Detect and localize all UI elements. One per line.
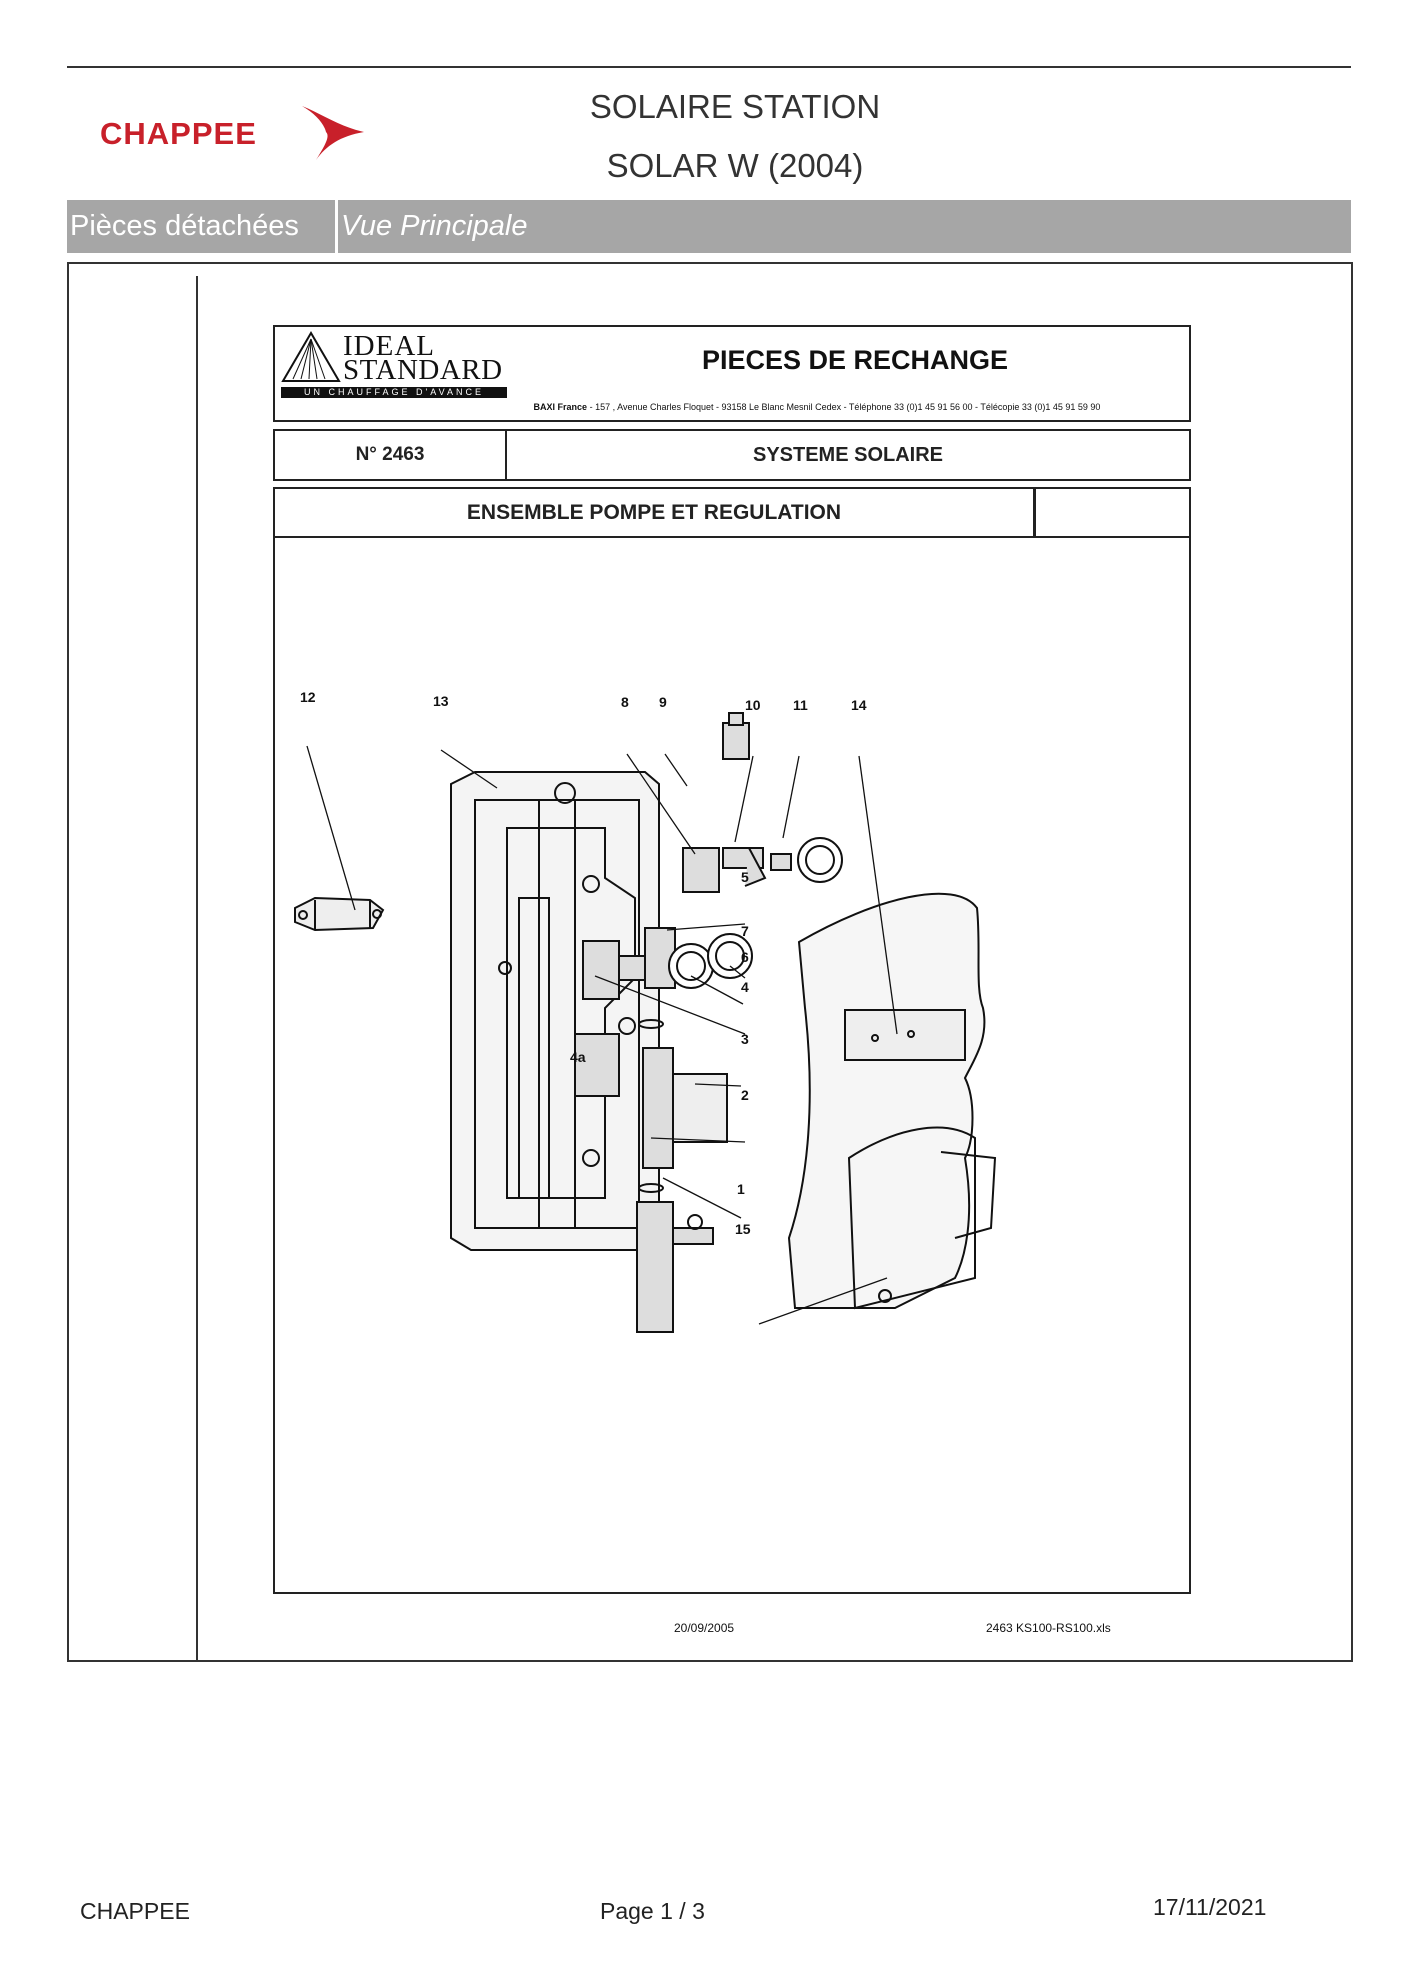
chevron-logo-icon [302,106,364,160]
cover-part [787,892,997,1310]
logo-name-line2: STANDARD [343,354,503,386]
assembly-header: ENSEMBLE POMPE ET REGULATION [275,489,1189,538]
footer-company: CHAPPEE [80,1898,190,1924]
reference-row: N° 2463 SYSTEME SOLAIRE [273,429,1191,481]
callout-leaders [306,745,898,1325]
callout-4a: 4a [570,1049,586,1065]
callout-4: 4 [741,979,749,995]
footer-date: 17/11/2021 [1153,1894,1267,1920]
page-number: Page 1 / 3 [600,1898,705,1924]
logo-tagline: UN CHAUFFAGE D'AVANCE [281,387,507,398]
callout-2: 2 [741,1087,749,1103]
sheet-title: PIECES DE RECHANGE [701,345,1009,375]
logo-name-line1: IDEAL [343,330,435,362]
sheet-header: IDEAL STANDARD UN CHAUFFAGE D'AVANCE PIE… [273,325,1191,422]
brand-name: CHAPPEE [100,116,257,151]
callout-12: 12 [300,689,316,705]
chappee-logo: CHAPPEE [100,100,370,170]
section-band: Pièces détachées Vue Principale [67,200,1351,253]
callout-10: 10 [745,697,761,713]
model-title: SOLAR W (2004) [606,147,864,184]
callout-5: 5 [741,869,749,885]
parts-sheet: IDEAL STANDARD UN CHAUFFAGE D'AVANCE PIE… [273,325,1191,1600]
assembly-title: ENSEMBLE POMPE ET REGULATION [275,489,1036,536]
frame-divider [196,276,198,1660]
company-name: BAXI France [533,402,588,412]
callout-1: 1 [737,1181,745,1197]
system-name: SYSTEME SOLAIRE [752,444,944,466]
bottom-valve-part [636,1201,714,1333]
sheet-file: 2463 KS100-RS100.xls [986,1621,1111,1635]
exploded-view-diagram [294,712,997,1333]
top-rule [67,66,1351,68]
diagram-box: ENSEMBLE POMPE ET REGULATION [273,487,1191,1594]
callout-11: 11 [793,697,808,713]
callout-15: 15 [735,1221,751,1237]
callout-3: 3 [741,1031,749,1047]
company-address: - 157 , Avenue Charles Floquet - 93158 L… [589,402,1101,412]
ideal-standard-logo: IDEAL STANDARD UN CHAUFFAGE D'AVANCE [281,331,511,401]
band-divider [335,200,338,253]
callout-8: 8 [621,694,629,710]
document-title: SOLAIRE STATION [589,88,881,125]
content-frame [67,262,1353,1662]
valve-assembly-part [682,712,843,893]
pump-fitting-part [574,1017,664,1097]
triangle-logo-icon [281,331,341,382]
reference-number: N° 2463 [275,431,507,479]
section-label: Pièces détachées [70,210,299,242]
callout-6: 6 [741,949,749,965]
address-line: BAXI France - 157 , Avenue Charles Floqu… [275,402,1189,412]
callout-7: 7 [741,923,749,939]
sheet-date: 20/09/2005 [674,1621,735,1635]
pump-part [638,1047,728,1193]
callout-13: 13 [433,693,449,709]
callout-9: 9 [659,694,667,710]
callout-14: 14 [851,697,867,713]
back-panel-part [450,771,660,1251]
bracket-part [294,896,385,932]
manifold-gauges-part [582,927,753,1000]
view-label: Vue Principale [341,210,528,242]
